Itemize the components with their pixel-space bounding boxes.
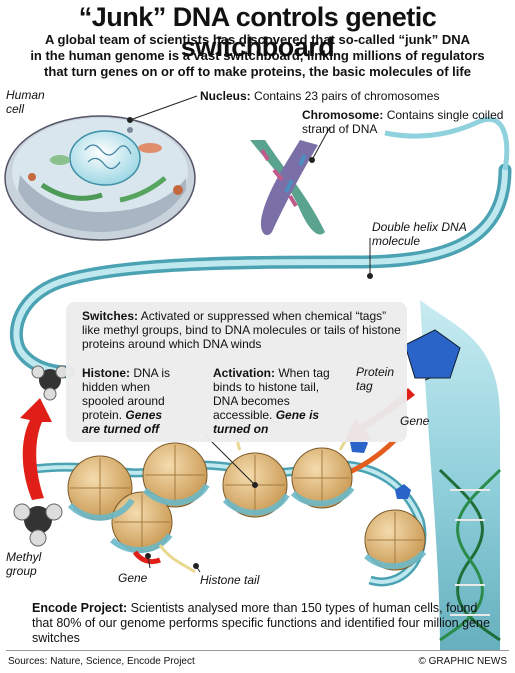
chromosome xyxy=(250,140,325,236)
panel-leaders xyxy=(145,377,431,573)
gene-right-label: Gene xyxy=(400,414,430,428)
subtitle-line: that turn genes on or off to make protei… xyxy=(44,64,471,79)
chromosome-text: Contains single coiled strand of DNA xyxy=(302,108,504,136)
methyl-molecule-bottom xyxy=(13,503,63,547)
dna-wrap-bands xyxy=(67,483,427,570)
histone-head: Histone: xyxy=(82,366,130,380)
methyl-molecule-top xyxy=(31,365,69,401)
encode-note: Encode Project: Scientists analysed more… xyxy=(32,601,492,646)
encode-text: Scientists analysed more than 150 types … xyxy=(32,601,490,645)
histone-tail-label: Histone tail xyxy=(200,573,260,587)
leader-lines xyxy=(127,95,373,279)
activation-label: Activation: When tag binds to histone ta… xyxy=(213,366,338,436)
encode-head: Encode Project: xyxy=(32,601,128,615)
gene-bottom-label: Gene xyxy=(118,571,148,585)
chromosome-label: Chromosome: Contains single coiled stran… xyxy=(302,108,507,136)
switches-panel xyxy=(66,302,407,442)
histone-emph: Genes are turned off xyxy=(82,408,163,436)
histone-label: Histone: DNA is hidden when spooled arou… xyxy=(82,366,180,436)
subtitle-line: in the human genome is a vast switchboar… xyxy=(30,48,485,63)
gene-segment xyxy=(132,550,161,565)
histone-balls xyxy=(67,442,426,571)
chromosome-head: Chromosome: xyxy=(302,108,384,122)
nucleus-head: Nucleus: xyxy=(200,89,251,103)
page-subtitle: A global team of scientists has discover… xyxy=(6,32,509,80)
page-title: “Junk” DNA controls genetic switchboard xyxy=(78,2,437,62)
activation-emph: Gene is turned on xyxy=(213,408,320,436)
footer-divider xyxy=(6,650,509,651)
histone-text: DNA is hidden when spooled around protei… xyxy=(82,366,171,422)
activation-head: Activation: xyxy=(213,366,276,380)
double-helix-label: Double helix DNA molecule xyxy=(372,220,467,248)
protein-tag-label: Protein tag xyxy=(356,365,395,393)
nucleus-text: Contains 23 pairs of chromosomes xyxy=(254,89,440,103)
human-cell xyxy=(4,115,196,241)
activation-text: When tag binds to histone tail, DNA beco… xyxy=(213,366,330,422)
switches-label: Switches: Activated or suppressed when c… xyxy=(82,309,402,351)
methyl-group-label: Methyl group xyxy=(6,550,42,578)
switches-text: Activated or suppressed when chemical “t… xyxy=(82,309,401,351)
nucleus xyxy=(69,130,141,186)
double-helix-column xyxy=(420,300,502,650)
dna-strand xyxy=(9,117,512,379)
credit: © GRAPHIC NEWS xyxy=(418,656,508,667)
subtitle-line: A global team of scientists has discover… xyxy=(44,32,470,47)
switches-head: Switches: xyxy=(82,309,139,323)
sources: Sources: Nature, Science, Encode Project xyxy=(8,656,195,667)
nucleus-label: Nucleus: Contains 23 pairs of chromosome… xyxy=(200,89,500,103)
human-cell-label: Human cell xyxy=(6,88,45,116)
